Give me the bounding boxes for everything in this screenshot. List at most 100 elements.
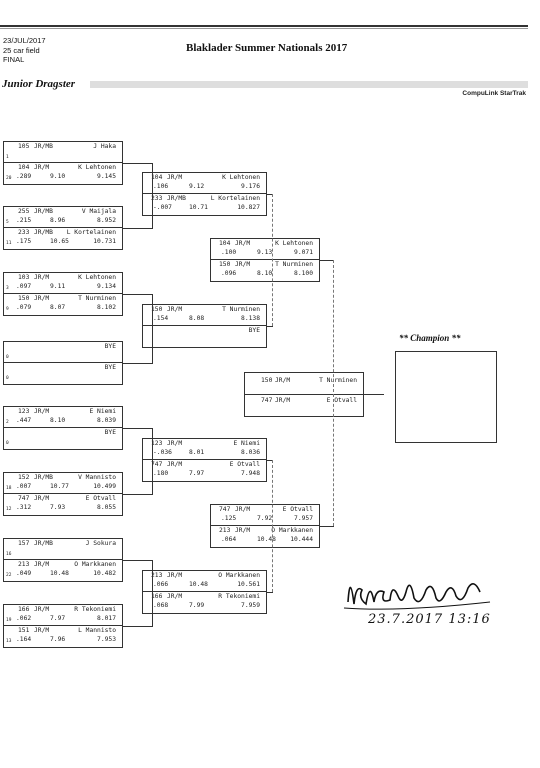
driver-name: E Niemi — [89, 408, 116, 415]
car-number: 152 — [18, 474, 30, 481]
connector-dashed — [272, 194, 273, 326]
speed: 10.561 — [237, 581, 260, 588]
elapsed-time: 8.08 — [189, 315, 205, 322]
car-number: 747 — [261, 397, 273, 404]
driver-name: R Tekoniemi — [74, 606, 116, 613]
connector-line — [320, 260, 334, 261]
lane-number: 1 — [6, 155, 9, 160]
speed: 8.017 — [97, 615, 116, 622]
reaction-time: .180 — [153, 470, 169, 477]
car-class: JR/MB — [167, 195, 186, 202]
field-size: 25 car field — [3, 45, 40, 55]
class-title: Junior Dragster — [2, 78, 78, 90]
dotted-rule — [90, 81, 528, 88]
car-class: JR/M — [167, 174, 183, 181]
speed: 7.957 — [294, 515, 313, 522]
car-class: JR/M — [275, 397, 291, 404]
elapsed-time: 7.97 — [189, 470, 205, 477]
lane-number: 16 — [6, 552, 12, 557]
run-stats-row: 0 — [4, 352, 122, 360]
car-class: JR/M — [34, 606, 50, 613]
car-class: JR/M — [34, 295, 50, 302]
racer-id-row: BYE — [4, 429, 122, 437]
reaction-time: .066 — [153, 581, 169, 588]
driver-name: T Nurminen — [78, 295, 116, 302]
reaction-time: .007 — [16, 483, 32, 490]
run-stats-row: 0 — [4, 373, 122, 381]
signature-date-time: 23.7.2017 13:16 — [368, 612, 491, 627]
reaction-time: .100 — [221, 249, 237, 256]
car-class: JR/M — [235, 261, 251, 268]
driver-name: E Otvall — [326, 397, 357, 404]
elapsed-time: 10.48 — [257, 536, 276, 543]
round-label: FINAL — [3, 55, 25, 64]
car-number: 166 — [151, 593, 163, 600]
car-number: 103 — [18, 274, 30, 281]
lane-number: 0 — [6, 355, 9, 360]
car-class: JR/M — [34, 627, 50, 634]
car-number: 747 — [151, 461, 163, 468]
racer-id-row: BYE — [4, 364, 122, 372]
speed: 8.036 — [241, 449, 260, 456]
connector-line — [267, 592, 273, 593]
header-rule-thin — [0, 28, 528, 29]
speed: 7.959 — [241, 602, 260, 609]
connector-line — [123, 560, 153, 561]
car-number: 150 — [219, 261, 231, 268]
car-number: 150 — [261, 377, 273, 384]
car-number: 150 — [151, 306, 163, 313]
handwritten-signature — [343, 583, 491, 610]
car-class: JR/M — [167, 572, 183, 579]
elapsed-time: 7.92 — [257, 515, 273, 522]
racer-slot: BYE — [143, 326, 266, 347]
speed: 10.827 — [237, 204, 260, 211]
racer-id-row: BYE — [143, 327, 266, 335]
reaction-time: .096 — [221, 270, 237, 277]
car-class: JR/M — [235, 240, 251, 247]
reaction-time: .125 — [221, 515, 237, 522]
class-heading-row: Junior Dragster — [0, 78, 528, 90]
racer-slot: BYE 0 — [4, 342, 122, 363]
lane-number: 2 — [6, 420, 9, 425]
car-class: JR/M — [167, 593, 183, 600]
lane-number: 22 — [6, 573, 12, 578]
racer-id-row: BYE — [4, 343, 122, 351]
connector-line — [267, 460, 273, 461]
lane-number: 5 — [6, 220, 9, 225]
car-number: 104 — [219, 240, 231, 247]
speed: 8.102 — [97, 304, 116, 311]
